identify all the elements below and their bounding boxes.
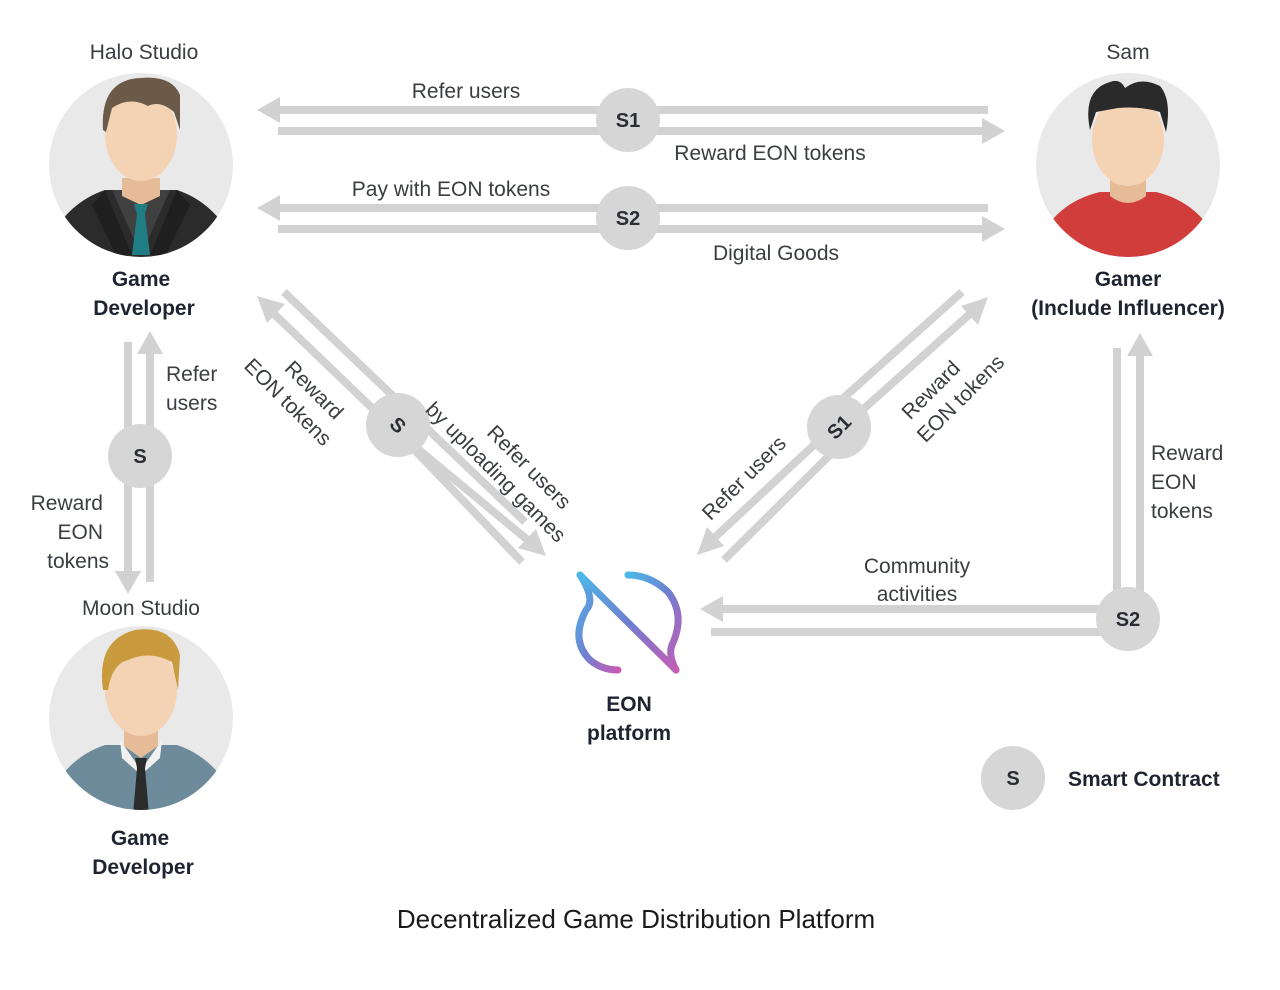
flow-label-reward: Reward <box>1151 442 1223 465</box>
contract-circle <box>108 424 172 488</box>
arrowhead-up <box>1127 333 1153 356</box>
legend-contract-icon <box>981 746 1045 810</box>
arrowhead-upleft <box>257 296 285 323</box>
actor-sam[interactable]: Sam Gamer (Include Influencer) <box>1030 41 1226 320</box>
contract-label: S1 <box>616 110 640 132</box>
arrowhead-right <box>982 216 1005 242</box>
flow-label-diag-right-reward: Reward EON tokens <box>898 351 1010 447</box>
arrowhead-right <box>982 118 1005 144</box>
flow-bottom-horizontal <box>700 596 1111 636</box>
flow-label-pay-eon: Pay with EON tokens <box>352 178 550 201</box>
actor-name: Moon Studio <box>82 597 200 620</box>
actor-role-line1: Game <box>111 827 169 850</box>
arrowhead-downright <box>518 529 546 556</box>
arrow-line <box>709 427 833 543</box>
eon-label-line2: platform <box>587 722 671 745</box>
diagram-title: Decentralized Game Distribution Platform <box>397 904 875 934</box>
contract-circle <box>596 88 660 152</box>
flow-label-reward-eon-top: Reward EON tokens <box>674 142 865 165</box>
arrow-line <box>721 437 848 563</box>
smart-contract-diag-right-s1[interactable]: S1 <box>807 395 871 459</box>
contract-label: S2 <box>616 208 640 230</box>
flow-label-eon: EON <box>1151 471 1197 494</box>
actor-role-line1: Gamer <box>1095 268 1162 291</box>
actor-name: Halo Studio <box>90 41 199 64</box>
flow-label-tokens: tokens <box>1151 500 1213 523</box>
eon-logo-icon <box>575 571 682 674</box>
flow-label-refer-users-top: Refer users <box>412 80 521 103</box>
arrowhead-left <box>257 97 280 123</box>
legend: S Smart Contract <box>981 746 1220 810</box>
arrow-line <box>718 605 1108 613</box>
arrow-line <box>711 628 1111 636</box>
arrowhead-up <box>137 331 163 354</box>
arrowhead-left <box>700 596 723 622</box>
legend-label: Smart Contract <box>1068 768 1220 791</box>
flow-label-refer: Refer <box>166 363 217 386</box>
actor-role-line2: Developer <box>93 297 195 320</box>
actor-halo-studio[interactable]: Halo Studio Game Developer <box>40 41 242 320</box>
arrowhead-left <box>257 195 280 221</box>
flow-label-activities: activities <box>877 583 958 606</box>
eon-platform[interactable]: EON platform <box>575 571 682 745</box>
smart-contract-bottom-right-s2[interactable]: S2 <box>1096 587 1160 651</box>
flow-label-tokens: tokens <box>47 550 109 573</box>
contract-label: S <box>133 446 146 468</box>
flow-label-eon: EON <box>57 521 103 544</box>
actor-moon-studio[interactable]: Moon Studio Game Developer <box>40 597 242 879</box>
flow-label-users: users <box>166 392 217 415</box>
smart-contract-top-s1[interactable]: S1 <box>596 88 660 152</box>
flow-label-digital-goods: Digital Goods <box>713 242 839 265</box>
smart-contract-left-s[interactable]: S <box>108 424 172 488</box>
contract-circle <box>807 395 871 459</box>
flow-label-reward: Reward <box>31 492 103 515</box>
flow-right-vertical <box>1113 333 1153 598</box>
arrowhead-down <box>115 571 141 594</box>
contract-circle <box>1096 587 1160 651</box>
arrow-line <box>1136 352 1144 598</box>
contract-circle <box>366 393 430 457</box>
actor-role-line2: (Include Influencer) <box>1031 297 1225 320</box>
eon-label-line1: EON <box>606 693 652 716</box>
arrow-line <box>827 289 965 413</box>
developer-avatar-icon <box>49 626 233 810</box>
developer-avatar-icon <box>49 73 233 257</box>
flow-label-community: Community <box>864 555 971 578</box>
contract-label: S2 <box>1116 609 1140 631</box>
smart-contract-diag-left-s[interactable]: S <box>366 393 430 457</box>
actor-name: Sam <box>1106 41 1149 64</box>
gamer-avatar-icon <box>1036 73 1220 257</box>
smart-contract-top-s2[interactable]: S2 <box>596 186 660 250</box>
actor-role-line1: Game <box>112 268 170 291</box>
arrow-line <box>402 437 525 565</box>
legend-symbol: S <box>1006 768 1019 790</box>
flow-label-diag-left-reward: Reward EON tokens <box>239 354 347 450</box>
arrowhead-upright <box>961 297 988 325</box>
arrow-line <box>1113 348 1121 598</box>
actor-role-line2: Developer <box>92 856 194 879</box>
arrowhead-downleft <box>697 527 724 555</box>
contract-circle <box>596 186 660 250</box>
